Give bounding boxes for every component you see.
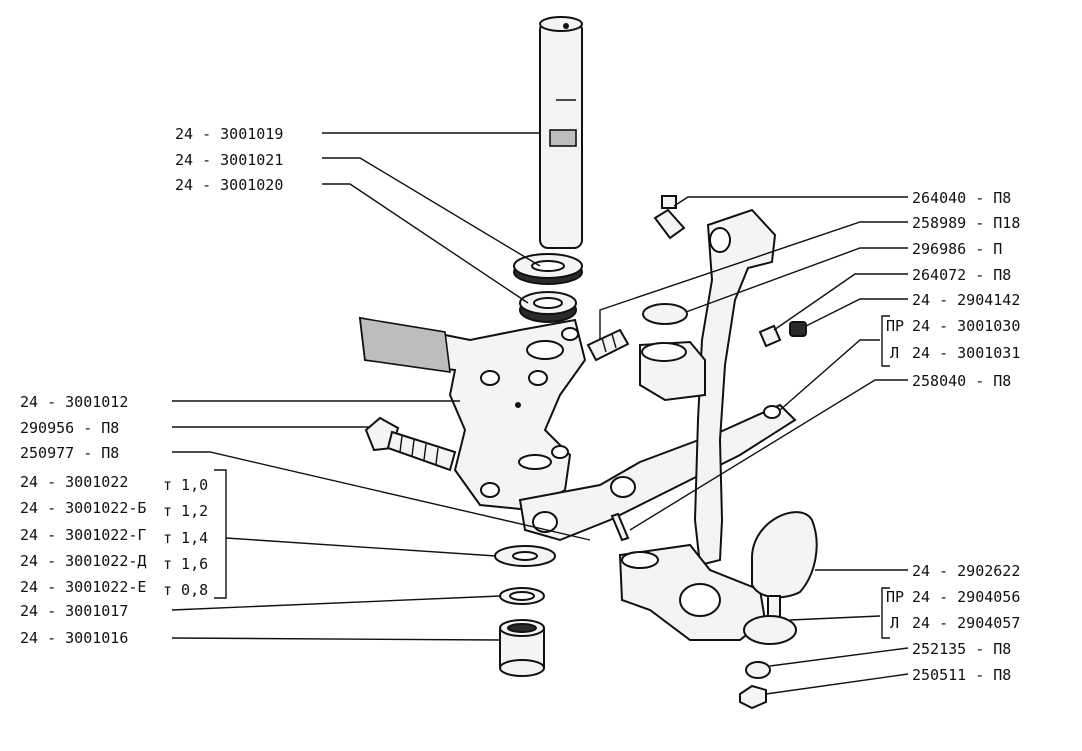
bolt [364, 416, 457, 472]
grease-fitting-small [586, 328, 630, 362]
part-label: 24 - 2904056 [912, 588, 1020, 606]
part-label: 24 - 3001022-Б [20, 499, 146, 517]
part-label: 250511 - П8 [912, 666, 1011, 684]
bracket-2904056 [881, 587, 890, 639]
steering-arm [518, 403, 797, 542]
ball-joint-cone [743, 511, 818, 645]
part-label: 24 - 3001030 [912, 317, 1020, 335]
side-marker: Л [890, 614, 899, 632]
side-marker: ПР [886, 588, 904, 606]
part-label: 24 - 3001022-Е [20, 578, 146, 596]
part-label: 24 - 3001031 [912, 344, 1020, 362]
king-pin [539, 16, 583, 249]
part-label: 252135 - П8 [912, 640, 1011, 658]
right-label-group: 264040 - П8 258989 - П18 296986 - П 2640… [886, 189, 1020, 684]
part-label: 264040 - П8 [912, 189, 1011, 207]
thickness-label: т 0,8 [163, 581, 208, 599]
thickness-bracket [214, 469, 227, 599]
part-label: 290956 - П8 [20, 419, 119, 437]
part-label: 24 - 3001021 [175, 151, 283, 169]
part-label: 24 - 3001019 [175, 125, 283, 143]
part-label: 24 - 3001022 [20, 473, 128, 491]
part-label: 24 - 3001020 [175, 176, 283, 194]
thickness-label: т 1,2 [163, 502, 208, 520]
small-nipples [758, 321, 807, 348]
part-label: 296986 - П [912, 240, 1002, 258]
part-label: 24 - 3001022-Г [20, 526, 146, 544]
thickness-label: т 1,4 [163, 529, 208, 547]
thickness-label-group: т 1,0 т 1,2 т 1,4 т 1,6 т 0,8 [163, 476, 208, 599]
side-marker: ПР [886, 317, 904, 335]
part-label: 24 - 3001022-Д [20, 552, 146, 570]
left-label-group: 24 - 3001019 24 - 3001021 24 - 3001020 2… [20, 125, 283, 647]
steering-knuckle [358, 316, 587, 512]
part-label: 24 - 2902622 [912, 562, 1020, 580]
seal-ring [499, 587, 545, 605]
part-label: 258989 - П18 [912, 214, 1020, 232]
cotter-pin [610, 512, 630, 542]
part-label: 24 - 3001017 [20, 602, 128, 620]
bushing [499, 619, 545, 677]
washer-stack [513, 253, 583, 323]
side-marker: Л [890, 344, 899, 362]
plug-cap [642, 303, 688, 325]
leader-lines [171, 132, 909, 695]
part-label: 24 - 3001012 [20, 393, 128, 411]
shim-washer [494, 545, 556, 567]
part-label: 258040 - П8 [912, 372, 1011, 390]
part-label: 250977 - П8 [20, 444, 119, 462]
part-label: 264072 - П8 [912, 266, 1011, 284]
bracket-3001030 [881, 315, 890, 367]
part-label: 24 - 2904057 [912, 614, 1020, 632]
part-label: 24 - 2904142 [912, 291, 1020, 309]
parts-drawing [358, 16, 818, 710]
thickness-label: т 1,6 [163, 555, 208, 573]
thickness-label: т 1,0 [163, 476, 208, 494]
part-label: 24 - 3001016 [20, 629, 128, 647]
nut-and-washer [739, 661, 771, 710]
grease-fitting-top [653, 195, 686, 240]
